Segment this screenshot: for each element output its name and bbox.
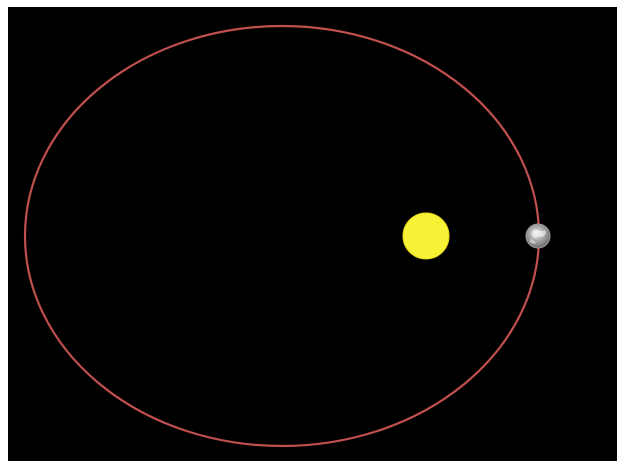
planet-surface-marking [530,239,536,244]
orbit-diagram [8,7,617,461]
sun [402,212,450,260]
elliptical-orbit [23,24,541,448]
planet [525,223,551,249]
orbit-canvas [23,24,551,448]
planet-cloud-marking [531,229,546,238]
